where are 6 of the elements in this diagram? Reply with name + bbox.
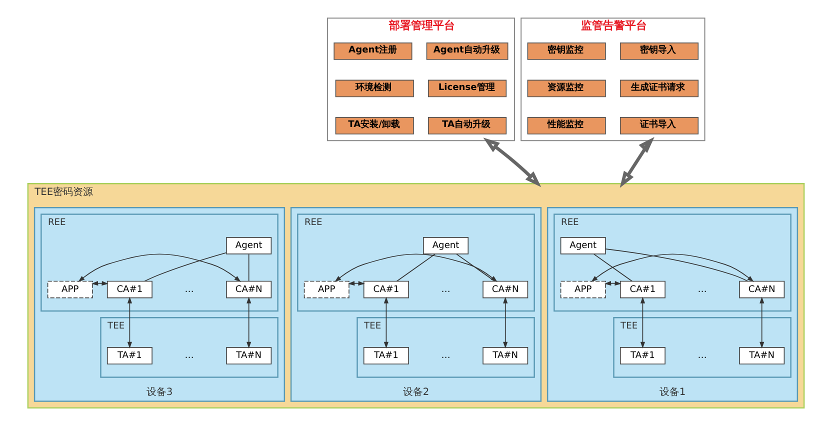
label: … [698, 284, 707, 295]
label: … [441, 351, 450, 362]
label: … [184, 284, 194, 295]
label: … [184, 351, 194, 362]
label: … [698, 351, 707, 362]
label: … [441, 284, 450, 295]
